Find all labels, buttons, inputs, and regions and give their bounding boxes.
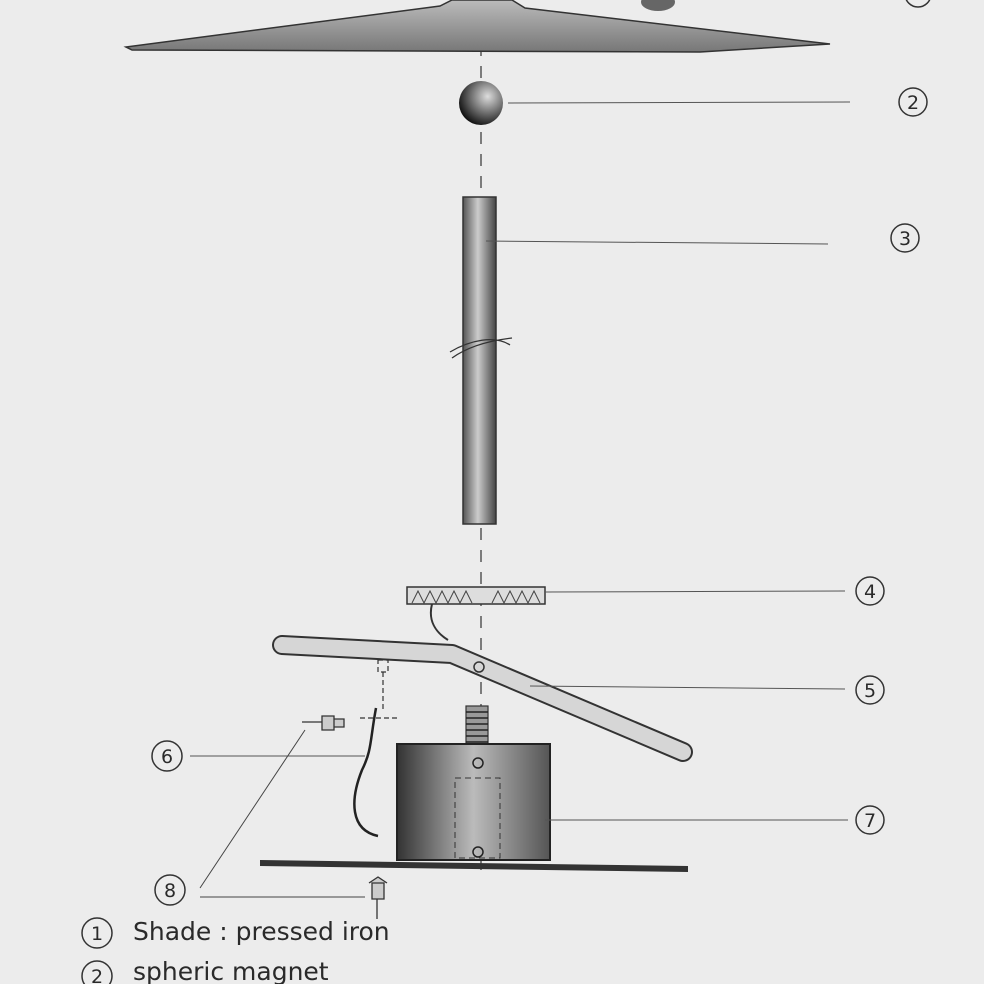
svg-text:3: 3 — [899, 228, 911, 250]
svg-text:1: 1 — [91, 923, 103, 945]
leader-line-2 — [507, 101, 851, 104]
rod — [462, 196, 497, 525]
callout-7: 7 — [855, 805, 885, 835]
rod-break-mark — [449, 337, 513, 359]
leader-line-3 — [485, 240, 829, 245]
callout-6: 6 — [151, 740, 183, 772]
callout-4: 4 — [855, 576, 885, 606]
legend-item-1: 1 Shade : pressed iron — [81, 917, 390, 949]
plate-hatching — [411, 589, 541, 605]
legend-item-2: 2 spheric magnet — [81, 957, 329, 984]
svg-text:4: 4 — [864, 581, 876, 603]
callout-2: 2 — [898, 87, 928, 117]
base-plate — [260, 860, 688, 872]
shade-reflection — [641, 0, 675, 11]
arm-fill — [274, 637, 691, 760]
svg-text:Shade : pressed iron: Shade : pressed iron — [133, 917, 390, 946]
callout-1 — [905, 0, 931, 8]
svg-text:8: 8 — [164, 880, 176, 902]
callout-5: 5 — [855, 675, 885, 705]
base-hole-bottom — [472, 846, 484, 858]
screw-thread — [466, 711, 488, 743]
svg-text:spheric magnet: spheric magnet — [133, 957, 329, 984]
leader-line-4 — [544, 590, 846, 593]
plate-wire — [429, 603, 449, 641]
svg-text:6: 6 — [161, 746, 173, 768]
bottom-pin — [368, 876, 388, 919]
pin-detail — [360, 659, 400, 719]
shade — [123, 0, 831, 53]
svg-text:7: 7 — [864, 810, 876, 832]
svg-text:5: 5 — [864, 680, 876, 702]
base-internal-bore — [454, 777, 501, 859]
base-hole-top — [472, 757, 484, 769]
svg-text:2: 2 — [91, 966, 103, 984]
arm-hole — [473, 661, 485, 673]
svg-text:2: 2 — [907, 92, 919, 114]
callout-8: 8 — [154, 874, 186, 906]
leader-line-5 — [529, 685, 846, 690]
spheric-magnet — [459, 81, 503, 125]
wire — [353, 707, 379, 838]
leader-line-8a — [199, 729, 306, 889]
base-cylinder — [396, 743, 551, 861]
connector — [302, 715, 345, 731]
callout-3: 3 — [890, 223, 920, 253]
